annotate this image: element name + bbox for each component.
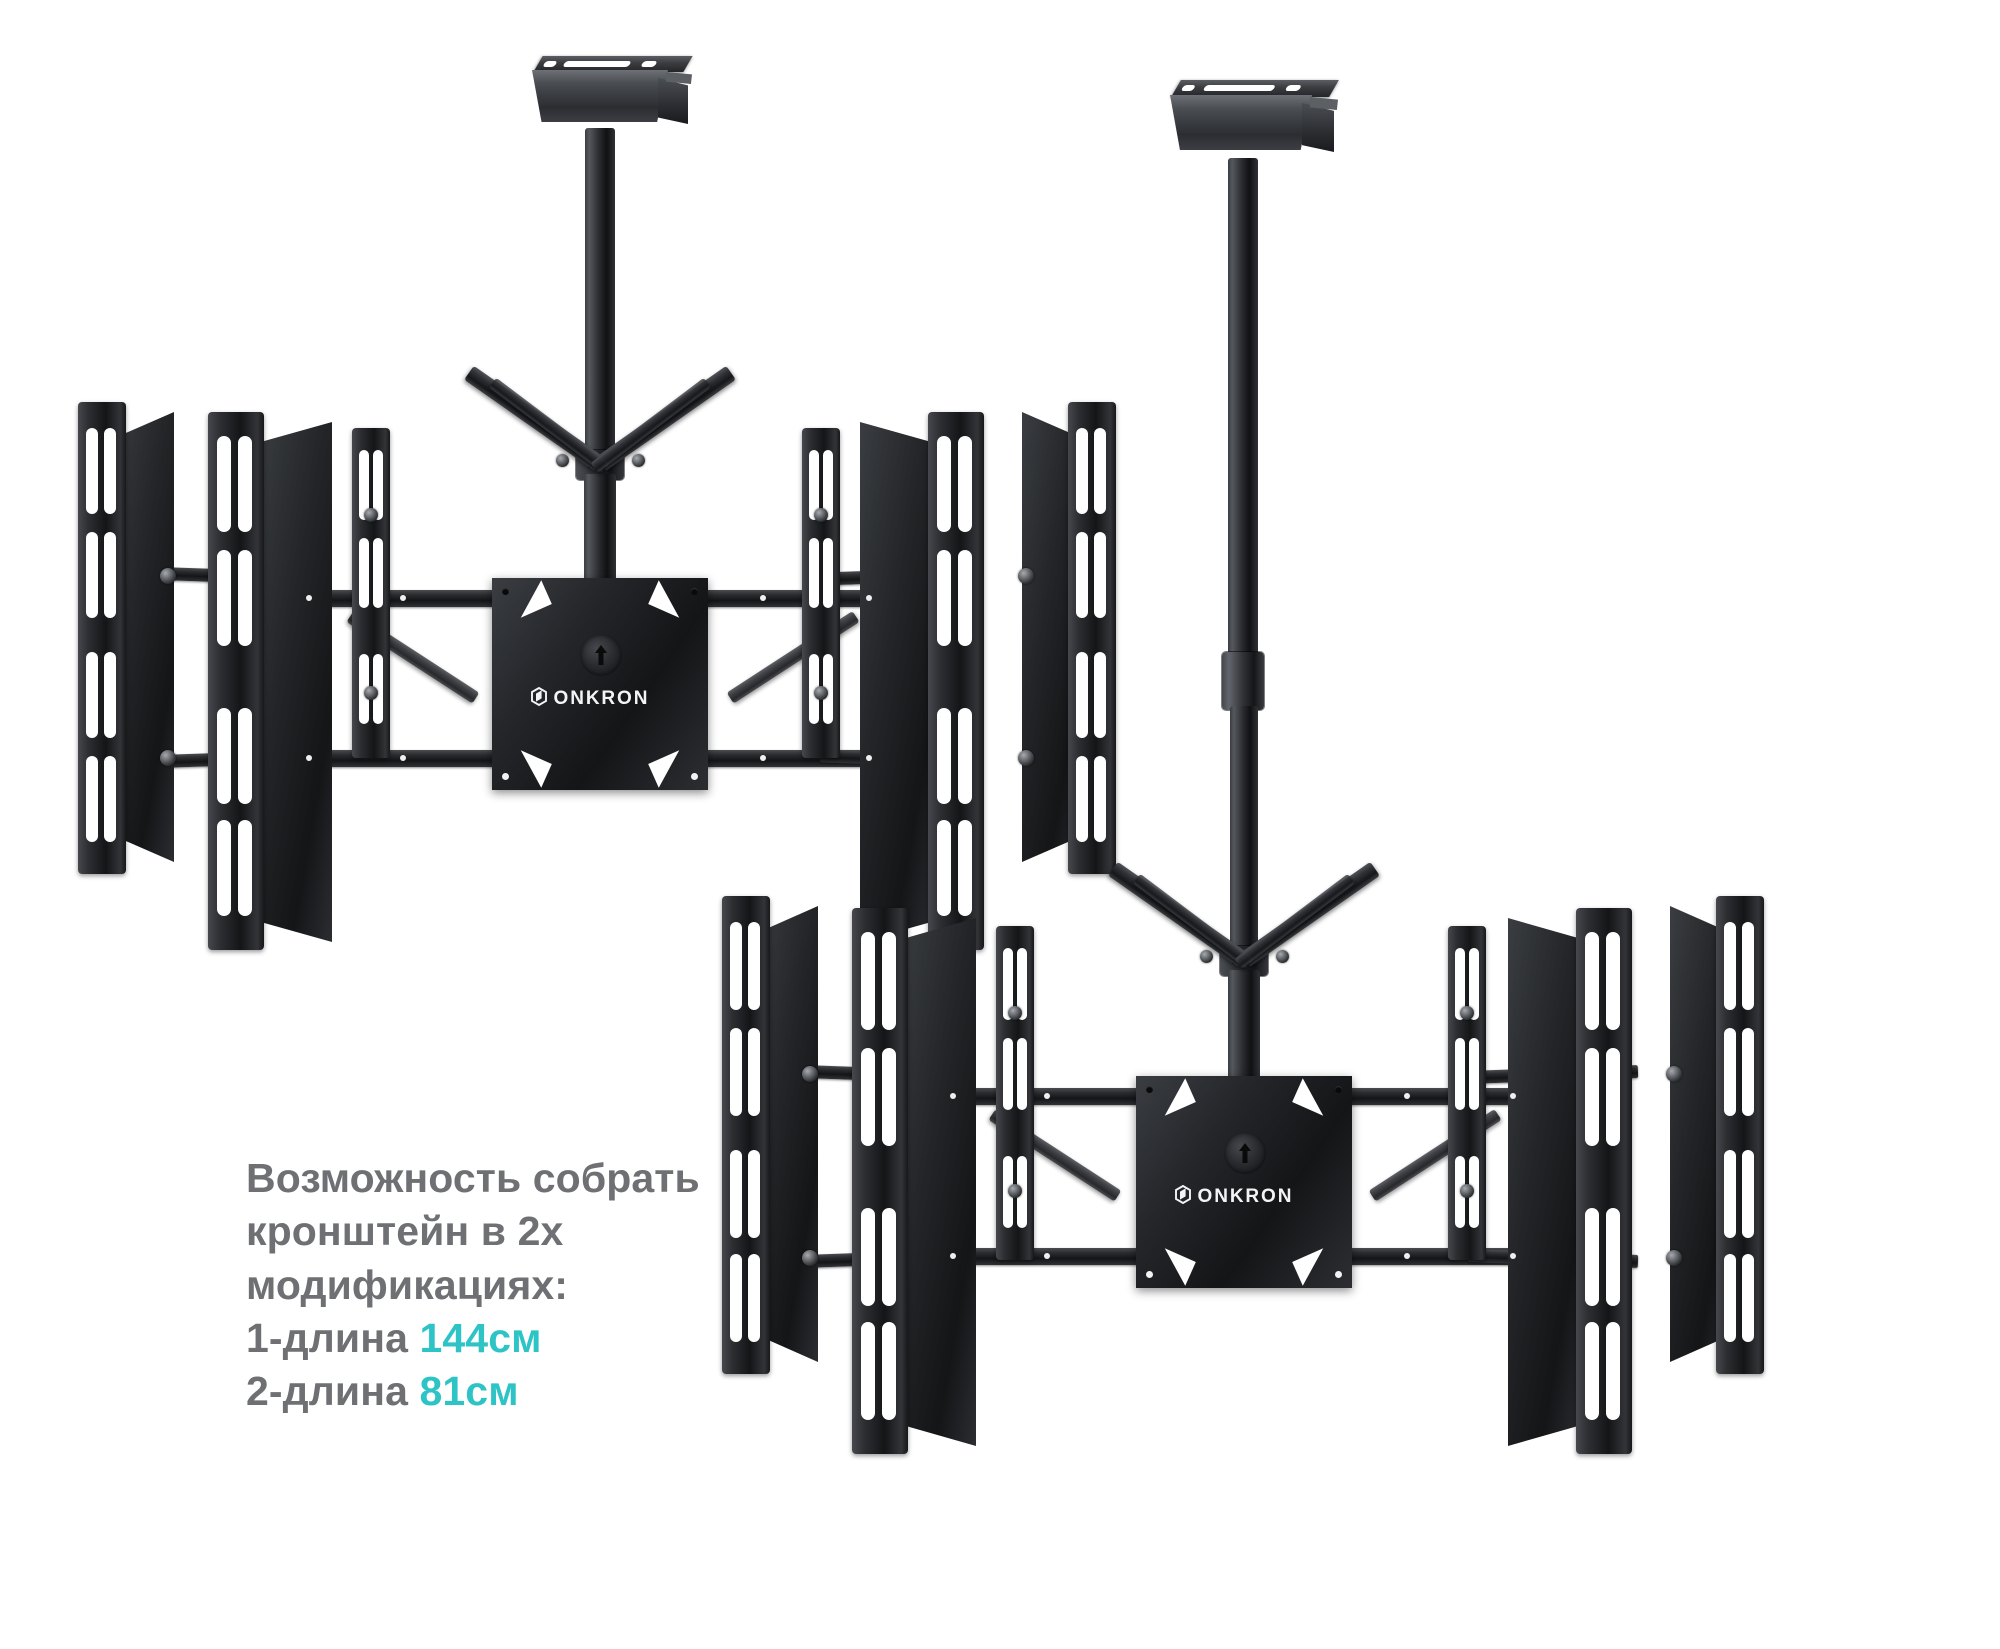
rail-clamp-screw: [802, 1066, 818, 1082]
tv-mounting-rail: [852, 908, 908, 1454]
ceiling-mounting-plate: [530, 56, 700, 136]
pole-coupling-sleeve: [1222, 652, 1264, 710]
tv-mounting-rail: [208, 412, 264, 950]
tv-mounting-rail: [78, 402, 126, 874]
rail-clamp-screw: [1666, 1250, 1682, 1266]
onkron-cube-icon: [1175, 1184, 1191, 1205]
tv-mounting-rail: [352, 428, 390, 758]
strut-pivot-screw: [632, 454, 645, 467]
onkron-wordmark: ONKRON: [1197, 1185, 1294, 1207]
tilt-wing-plate: [902, 918, 976, 1446]
tilt-wing-plate: [1508, 918, 1582, 1446]
onkron-logo: ONKRON: [1172, 1184, 1293, 1208]
variant-1-label: 1-длина: [246, 1314, 420, 1361]
rail-clamp-screw: [160, 568, 176, 584]
rail-clamp-screw: [1666, 1066, 1682, 1082]
tilt-wing-plate: [860, 422, 934, 942]
rail-clamp-screw: [814, 686, 828, 700]
caption-line-2: кронштейн в 2х: [246, 1208, 564, 1255]
tv-mounting-rail: [1716, 896, 1764, 1374]
extension-pole-upper: [1228, 158, 1258, 658]
extension-pole-lower: [1230, 706, 1258, 964]
onkron-wordmark: ONKRON: [553, 687, 650, 709]
caption-line-4: 1-длина 144см: [246, 1312, 700, 1365]
mount-variant-long-pole: ONKRON: [722, 80, 1960, 1610]
strut-pivot-screw: [1276, 950, 1289, 963]
onkron-logo: ONKRON: [528, 686, 649, 710]
vesa-center-hub: [1224, 1132, 1266, 1174]
rail-clamp-screw: [1460, 1006, 1474, 1020]
rail-clamp-screw: [364, 508, 378, 522]
vesa-center-plate: ONKRON: [492, 578, 708, 790]
rail-clamp-screw: [1460, 1184, 1474, 1198]
strut-pivot-screw: [1200, 950, 1213, 963]
rail-clamp-screw: [814, 508, 828, 522]
up-arrow-icon: [595, 645, 607, 665]
mount-variant-short-pole: ONKRON: [60, 50, 1120, 1160]
caption-line-3: модификациях:: [246, 1261, 569, 1308]
rail-clamp-screw: [1018, 568, 1034, 584]
tilt-wing-plate: [258, 422, 332, 942]
rail-clamp-screw: [364, 686, 378, 700]
tv-mounting-rail: [802, 428, 840, 758]
variant-1-length: 144см: [419, 1314, 542, 1361]
rail-clamp-screw: [160, 750, 176, 766]
strut-pivot-screw: [556, 454, 569, 467]
tv-mounting-rail: [928, 412, 984, 950]
rail-clamp-screw: [1018, 750, 1034, 766]
caption-line-5: 2-длина 81см: [246, 1365, 700, 1418]
up-arrow-icon: [1239, 1143, 1251, 1163]
variant-2-label: 2-длина: [246, 1368, 420, 1415]
extension-pole: [585, 128, 615, 468]
vesa-center-plate: ONKRON: [1136, 1076, 1352, 1288]
feature-caption: Возможность собрать кронштейн в 2х модиф…: [246, 1152, 700, 1418]
tv-mounting-rail: [1448, 926, 1486, 1260]
vesa-center-hub: [580, 634, 622, 676]
onkron-cube-icon: [531, 686, 547, 707]
rail-clamp-screw: [802, 1250, 818, 1266]
ceiling-mounting-plate: [1168, 80, 1348, 166]
caption-line-1: Возможность собрать: [246, 1155, 700, 1201]
rail-clamp-screw: [1008, 1184, 1022, 1198]
rail-clamp-screw: [1008, 1006, 1022, 1020]
tv-mounting-rail: [1068, 402, 1116, 874]
tv-mounting-rail: [722, 896, 770, 1374]
tv-mounting-rail: [996, 926, 1034, 1260]
variant-2-length: 81см: [419, 1368, 519, 1415]
tv-mounting-rail: [1576, 908, 1632, 1454]
